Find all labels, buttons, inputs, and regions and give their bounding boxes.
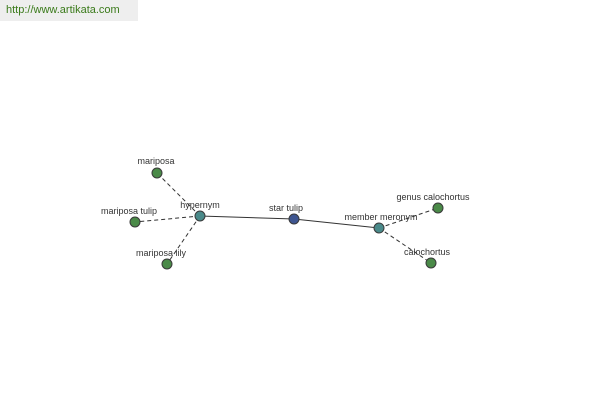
node-circle-calochortus[interactable] [425,257,437,269]
node-star-tulip[interactable]: star tulip [269,203,303,225]
node-mariposa-lily[interactable]: mariposa lily [136,248,187,270]
node-hypernym[interactable]: hypernym [180,200,220,222]
edge-member-meronym-to-calochortus [378,227,432,264]
node-circle-mariposa-tulip[interactable] [129,216,141,228]
edge-star-tulip-to-hypernym [199,215,295,220]
node-circle-member-meronym[interactable] [373,222,385,234]
node-circle-mariposa[interactable] [151,167,163,179]
node-member-meronym[interactable]: member meronym [344,212,418,234]
node-mariposa-tulip[interactable]: mariposa tulip [101,206,157,228]
edge-hypernym-to-mariposa-lily [166,215,201,265]
node-label-mariposa-tulip[interactable]: mariposa tulip [101,206,157,216]
edge-member-meronym-to-genus-calochortus [378,207,439,229]
node-circle-mariposa-lily[interactable] [161,258,173,270]
node-label-star-tulip[interactable]: star tulip [269,203,303,213]
node-calochortus[interactable]: calochortus [404,247,451,269]
node-label-hypernym[interactable]: hypernym [180,200,220,210]
edge-star-tulip-to-member-meronym [293,218,380,229]
node-circle-genus-calochortus[interactable] [432,202,444,214]
node-label-mariposa[interactable]: mariposa [137,156,174,166]
graph-nodes: star tulip hypernym member meronym mariposa… [101,156,470,270]
edge-hypernym-to-mariposa-tulip [134,215,201,223]
node-circle-hypernym[interactable] [194,210,206,222]
graph-edges [134,172,439,265]
node-mariposa[interactable]: mariposa [137,156,175,179]
edge-hypernym-to-mariposa [156,172,201,217]
node-label-mariposa-lily[interactable]: mariposa lily [136,248,187,258]
node-circle-star-tulip[interactable] [288,213,300,225]
node-label-genus-calochortus[interactable]: genus calochortus [396,192,470,202]
node-label-member-meronym[interactable]: member meronym [344,212,417,222]
site-url-link[interactable]: http://www.artikata.com [0,0,138,21]
node-genus-calochortus[interactable]: genus calochortus [396,192,470,214]
node-label-calochortus[interactable]: calochortus [404,247,451,257]
